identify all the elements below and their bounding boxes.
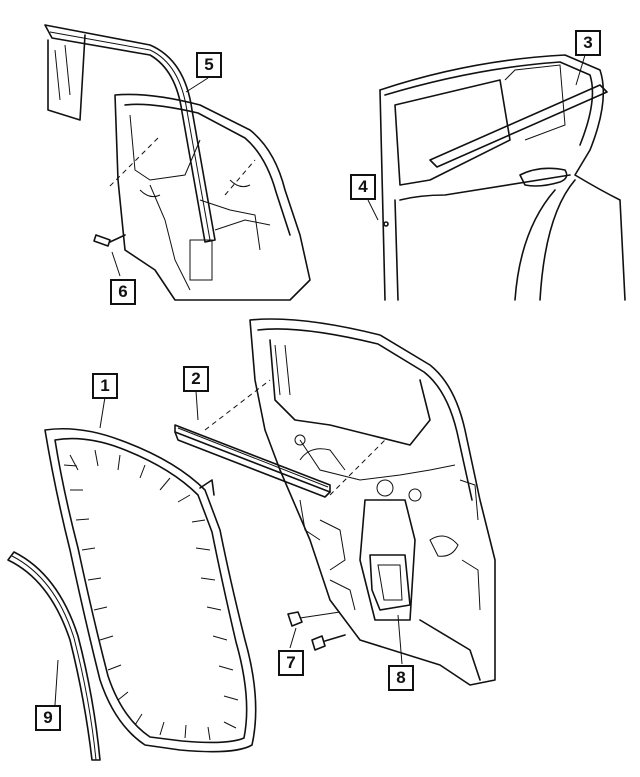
body-outline <box>379 54 626 301</box>
callout-2-label: 2 <box>191 369 201 388</box>
window-glass <box>47 34 86 121</box>
top-right-vehicle-side <box>379 54 626 301</box>
callout-2: 2 <box>183 366 209 392</box>
door-weatherstrip <box>44 427 257 753</box>
bolt-6 <box>93 234 126 247</box>
callout-1-label: 1 <box>100 376 110 395</box>
callout-8: 8 <box>388 665 414 691</box>
callout-3-label: 3 <box>583 33 593 52</box>
callout-6: 6 <box>110 279 136 305</box>
belt-molding <box>429 84 608 168</box>
callout-3: 3 <box>575 30 601 56</box>
callout-7-label: 7 <box>286 653 296 672</box>
callout-8-label: 8 <box>396 668 406 687</box>
callout-7: 7 <box>278 650 304 676</box>
callout-5-label: 5 <box>204 55 214 74</box>
callout-1: 1 <box>92 373 118 399</box>
callout-5: 5 <box>196 52 222 78</box>
bolt-7 <box>311 634 346 651</box>
belt-weatherstrip <box>174 379 386 498</box>
callout-4-label: 4 <box>358 177 368 196</box>
door-frame-top <box>114 93 311 301</box>
fasteners <box>287 611 346 651</box>
top-left-door-assembly <box>44 24 311 301</box>
callout-9-label: 9 <box>43 708 53 727</box>
callout-4: 4 <box>350 174 376 200</box>
door-latch <box>369 554 411 611</box>
door-inner-panel <box>249 318 496 686</box>
door-window-frame <box>394 79 511 186</box>
wheel-opening-molding <box>7 551 101 761</box>
nut-7 <box>287 611 303 627</box>
glass-run-channel <box>44 24 216 243</box>
leader-lines <box>54 54 586 706</box>
callout-6-label: 6 <box>118 282 128 301</box>
door-handle <box>519 167 568 187</box>
callout-9: 9 <box>35 705 61 731</box>
